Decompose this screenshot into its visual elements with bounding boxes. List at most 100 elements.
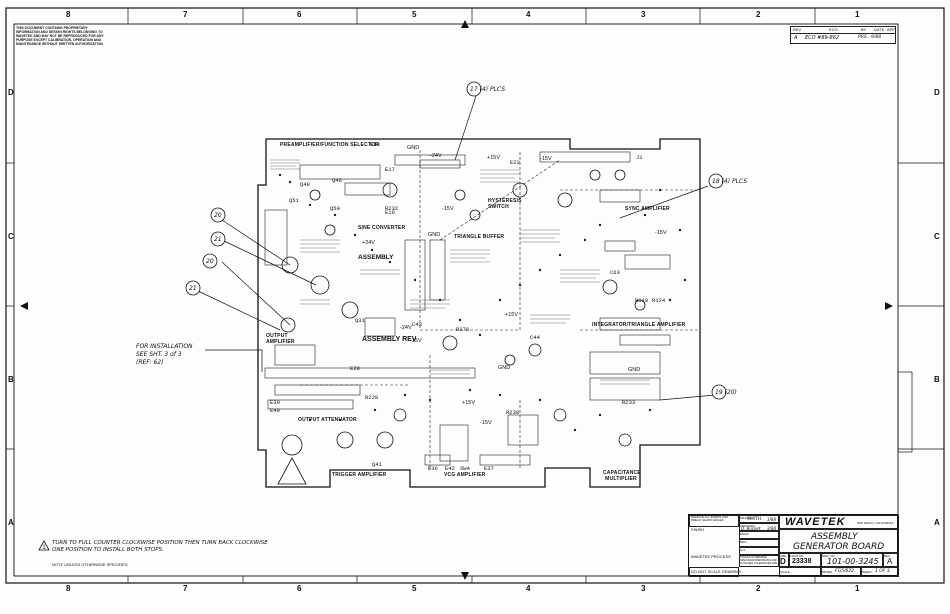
part-label: E40 bbox=[270, 407, 280, 414]
zone-label-bottom: 3 bbox=[641, 584, 646, 593]
zone-label-left: C bbox=[8, 232, 14, 241]
sheet-label: SHEET bbox=[862, 570, 873, 574]
voltage-label: -15V bbox=[540, 156, 552, 162]
zone-label-top: 2 bbox=[756, 10, 761, 19]
date-value: 9/88 bbox=[871, 35, 882, 40]
part-label: E22 bbox=[510, 159, 520, 166]
assembly-label: ASSEMBLY bbox=[358, 254, 394, 261]
section-label-integrator: INTEGRATOR/TRIANGLE AMPLIFIER bbox=[592, 322, 686, 328]
zone-label-top: 7 bbox=[183, 10, 188, 19]
by-header: BY bbox=[861, 27, 867, 32]
qa-label: Q.A. bbox=[740, 548, 747, 552]
callout-20-b: 20 bbox=[206, 258, 214, 265]
part-label: E37 bbox=[484, 465, 494, 472]
part-label: Q51 bbox=[289, 197, 299, 204]
part-label: SW4 bbox=[460, 465, 470, 472]
voltage-label: +24V bbox=[362, 240, 375, 246]
part-label: Q41 bbox=[372, 461, 382, 468]
zone-label-bottom: 8 bbox=[66, 584, 71, 593]
drawn-date: 3/88 bbox=[767, 516, 776, 522]
callout-18: 18 (4) PLCS bbox=[712, 178, 748, 185]
assembly-rev-label: ASSEMBLY REV bbox=[362, 336, 417, 343]
section-label-trigger: TRIGGER AMPLIFIER bbox=[332, 472, 387, 478]
dwg-no-value: 101-00-3245 bbox=[827, 557, 879, 566]
title-line-2: GENERATOR BOARD bbox=[793, 542, 885, 552]
section-label-output-amp: OUTPUT AMPLIFIER bbox=[266, 333, 295, 345]
part-label: R276 bbox=[456, 326, 470, 333]
scale-label: SCALE bbox=[780, 570, 790, 574]
svg-text:1: 1 bbox=[42, 545, 46, 551]
zone-label-bottom: 2 bbox=[756, 584, 761, 593]
part-label: E39 bbox=[270, 399, 280, 406]
company-location: SAN DIEGO, CALIFORNIA bbox=[857, 521, 894, 525]
voltage-label: -24V bbox=[400, 325, 412, 331]
section-label-output-atten: OUTPUT ATTENUATOR bbox=[298, 417, 357, 423]
zone-label-bottom: 1 bbox=[855, 584, 860, 593]
gnd-label: GND bbox=[498, 365, 511, 371]
callout-19: 19 (20) bbox=[715, 389, 737, 396]
title-line-1: ASSEMBLY bbox=[811, 532, 858, 542]
date-header: DATE bbox=[874, 27, 885, 32]
zone-label-right: B bbox=[934, 375, 940, 384]
part-label: E19 bbox=[385, 209, 395, 216]
zone-label-bottom: 4 bbox=[526, 584, 531, 593]
dwg-no-label: DWG. NO. bbox=[822, 554, 836, 558]
part-label: C43 bbox=[412, 321, 422, 328]
eco-header: ECO bbox=[829, 27, 838, 32]
drawn-label: DRAWN bbox=[740, 516, 752, 520]
gnd-label: GND bbox=[628, 367, 641, 373]
fscm-value: 23338 bbox=[792, 558, 812, 565]
callout-20-a: 20 bbox=[214, 212, 222, 219]
rev-value-tb: A bbox=[887, 557, 893, 566]
zone-label-left: B bbox=[8, 375, 14, 384]
section-label-sync: SYNC AMPLIFIER bbox=[625, 206, 670, 212]
part-label: C44 bbox=[530, 334, 540, 341]
part-label: C63 bbox=[610, 269, 620, 276]
install-note-1: FOR INSTALLATION bbox=[136, 343, 193, 350]
part-label: E28 bbox=[350, 365, 360, 372]
warning-triangle-icon: 1 bbox=[38, 540, 50, 551]
checked-date: 3/88 bbox=[767, 526, 776, 531]
mfg-label: MFG bbox=[740, 540, 747, 544]
section-label-triangle: TRIANGLE BUFFER bbox=[454, 234, 505, 240]
callout-21-a: 21 bbox=[214, 236, 222, 243]
voltage-label: +15V bbox=[505, 312, 518, 318]
voltage-label: -15V bbox=[410, 338, 422, 344]
revision-block: REV ECO BY DATE APP A ECO #89-862 PRS 9/… bbox=[790, 26, 896, 44]
part-label: R124 bbox=[652, 297, 666, 304]
proprietary-notice: THIS DOCUMENT CONTAINS PROPRIETARY INFOR… bbox=[16, 26, 104, 46]
part-label: R230 bbox=[506, 409, 520, 416]
sheet-value: 1 OF 3 bbox=[875, 569, 890, 574]
zone-label-right: D bbox=[934, 88, 940, 97]
zone-label-bottom: 5 bbox=[412, 584, 417, 593]
zone-label-top: 6 bbox=[297, 10, 302, 19]
model-label: MODEL bbox=[822, 570, 833, 574]
do-not-scale-note: DO NOT SCALE DRAWING bbox=[691, 569, 742, 574]
title-block: REMOVE ALL BURRS AND BREAK SHARP EDGES F… bbox=[688, 514, 899, 577]
zone-label-left: A bbox=[8, 518, 14, 527]
zone-label-right: A bbox=[934, 518, 940, 527]
part-label: E17 bbox=[385, 166, 395, 173]
section-label-hysteresis: HYSTERESIS SWITCH bbox=[488, 198, 522, 210]
rev-label: REV bbox=[884, 554, 890, 558]
callout-17: 17 (4) PLCS bbox=[470, 86, 506, 93]
part-label: R232 bbox=[385, 205, 399, 212]
tolerances-note: UNLESS OTHERWISE SPECIFIED DIMENSIONS AR… bbox=[740, 556, 778, 565]
eco-value: ECO #89-862 bbox=[805, 35, 840, 41]
size-label: SIZE bbox=[780, 554, 787, 558]
fscm-label: FSCM NO. bbox=[790, 554, 804, 558]
finish-label: FINISH bbox=[691, 527, 705, 532]
checked-label: CHECKED bbox=[740, 524, 755, 528]
app-header: APP bbox=[887, 27, 896, 32]
zone-label-bottom: 7 bbox=[183, 584, 188, 593]
voltage-label: +15V bbox=[487, 155, 500, 161]
size-value: D bbox=[780, 557, 786, 566]
section-label-vcg: VCG AMPLIFIER bbox=[444, 472, 486, 478]
zone-label-top: 8 bbox=[66, 10, 71, 19]
drawn-value: SMITH bbox=[747, 516, 762, 522]
install-note-3: (REF: 62) bbox=[136, 359, 164, 366]
part-label: R228 bbox=[365, 394, 379, 401]
rev-header: REV bbox=[793, 27, 802, 32]
voltage-label: -15V bbox=[655, 230, 667, 236]
callout-21-b: 21 bbox=[189, 285, 197, 292]
